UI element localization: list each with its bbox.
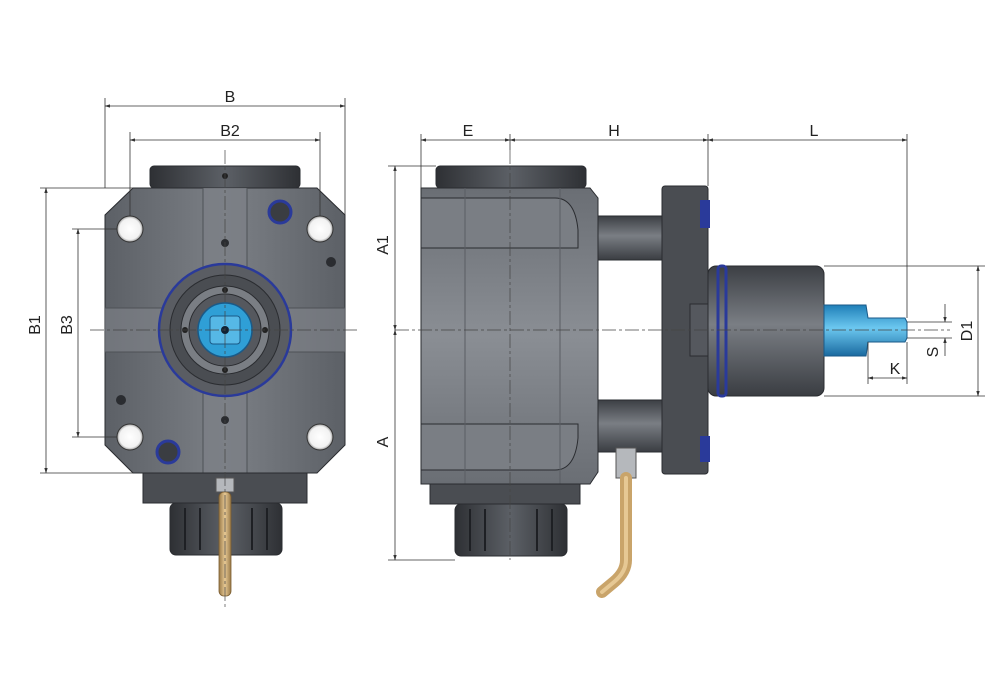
dim-label-s: S [925, 347, 942, 358]
bolt-hole-bottom-left [116, 423, 144, 451]
front-view [90, 150, 360, 610]
side-view [395, 150, 950, 598]
dim-label-b1: B1 [27, 315, 44, 335]
screw-icon [326, 257, 336, 267]
dim-label-e: E [463, 123, 474, 140]
dim-label-h: H [608, 123, 620, 140]
coolant-port-top [267, 199, 293, 225]
o-ring [716, 264, 728, 398]
dim-label-k: K [890, 361, 901, 378]
dim-label-l: L [810, 123, 819, 140]
drive-shaft [823, 304, 908, 357]
dim-label-b3: B3 [59, 315, 76, 335]
bolt-hole-bottom-right [306, 423, 334, 451]
screw-icon [116, 395, 126, 405]
dim-label-b: B [225, 89, 236, 106]
bolt-hole-top-right [306, 215, 334, 243]
side-neck-lower [597, 399, 663, 453]
dim-label-d1: D1 [959, 321, 976, 342]
dim-label-b2: B2 [220, 123, 240, 140]
coolant-port-bottom [155, 439, 181, 465]
bolt-hole-top-left [116, 215, 144, 243]
side-collet-nut [454, 503, 568, 557]
side-neck-upper [597, 215, 663, 261]
dim-label-a1: A1 [375, 235, 392, 255]
dimension-lines [40, 98, 985, 561]
side-bottom-plate [429, 483, 581, 505]
side-top-cap [435, 165, 587, 189]
dimension-labels: B B2 B1 B3 E H L A1 A D1 S K [27, 89, 976, 447]
dim-label-a: A [375, 436, 392, 447]
